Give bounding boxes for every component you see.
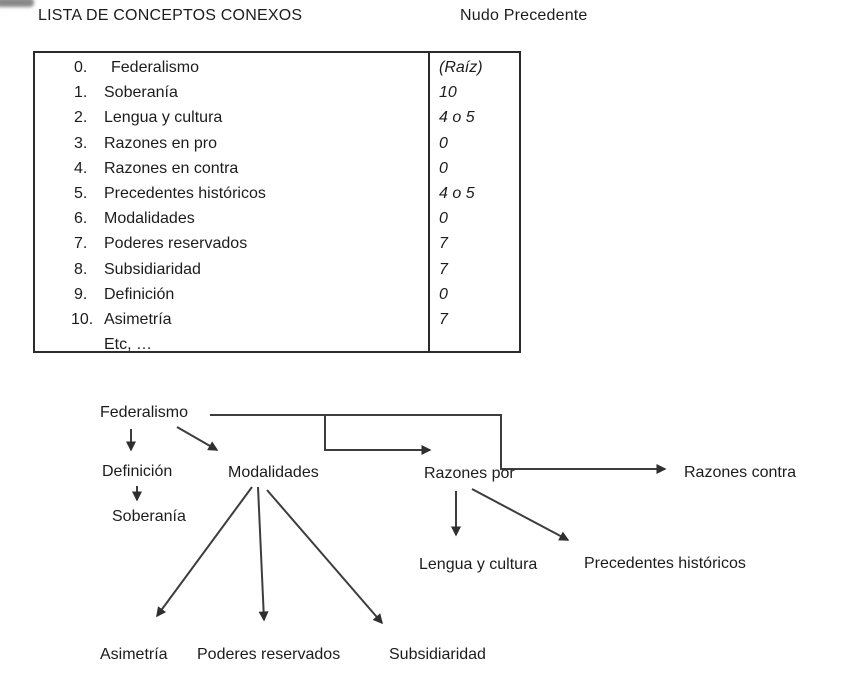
precedent-value: 0 (439, 159, 448, 177)
node-razones-contra: Razones contra (684, 464, 797, 481)
row-number: 2. (74, 109, 88, 127)
edge-razones-por-precedentes-historicos (471, 488, 570, 541)
table-row: 5. Precedentes históricos 4 o 5 (35, 181, 519, 206)
node-razones-por: Razones por (424, 465, 515, 482)
precedent-value: (Raíz) (439, 59, 483, 76)
node-modalidades: Modalidades (228, 464, 319, 481)
edge-federalismo-razones-contra (210, 414, 667, 474)
concept-label: Definición (104, 285, 175, 303)
precedent-column-title: Nudo Precedente (460, 7, 588, 24)
edge-modalidades-asimetria (156, 486, 253, 618)
node-lengua-y-cultura: Lengua y cultura (419, 556, 538, 573)
precedent-value: 0 (439, 210, 448, 228)
row-number: 6. (74, 210, 88, 228)
edge-federalismo-razones-por (324, 415, 432, 455)
concept-label: Precedentes históricos (104, 184, 266, 202)
row-number: 8. (74, 260, 88, 278)
row-number: 3. (74, 134, 88, 152)
concept-label: Razones en contra (104, 159, 239, 177)
concept-label: Federalismo (111, 59, 200, 76)
table-row: 3. Razones en pro 0 (35, 131, 519, 156)
table-row: 4. Razones en contra 0 (35, 156, 519, 181)
table-row: Etc, … (35, 332, 519, 357)
node-asimetria: Asimetría (100, 646, 168, 663)
row-number: 4. (74, 159, 88, 177)
edge-modalidades-poderes-reservados (257, 486, 269, 622)
row-number: 5. (74, 184, 88, 202)
node-poderes-reservados: Poderes reservados (197, 646, 341, 663)
scan-artifact (0, 0, 34, 7)
precedent-value: 0 (439, 134, 448, 152)
table-row: 9. Definición 0 (35, 282, 519, 307)
concept-label: Soberanía (104, 84, 178, 102)
node-precedentes-historicos: Precedentes históricos (584, 555, 746, 572)
precedent-value: 4 o 5 (439, 109, 475, 127)
concept-label: Asimetría (104, 310, 172, 328)
concept-label: Modalidades (104, 210, 195, 228)
precedent-value: 7 (439, 235, 448, 253)
row-number: 9. (74, 285, 88, 303)
concepts-table: 0. Federalismo (Raíz) 1. Soberanía 10 2.… (33, 51, 521, 353)
row-number: 10. (71, 310, 94, 328)
concept-label: Lengua y cultura (104, 109, 223, 127)
concept-label: Poderes reservados (104, 235, 248, 253)
precedent-value: 0 (439, 285, 448, 303)
node-definicion: Definición (102, 463, 173, 480)
table-column-divider (428, 53, 430, 351)
row-number: 0. (74, 59, 88, 76)
node-federalismo: Federalismo (100, 404, 189, 421)
row-number: 7. (74, 235, 88, 253)
precedent-value: 7 (439, 310, 448, 328)
table-row: 0. Federalismo (Raíz) (35, 55, 519, 80)
concept-label: Etc, … (104, 336, 153, 354)
table-row: 10. Asimetría 7 (35, 307, 519, 332)
precedent-value: 10 (439, 84, 457, 102)
table-row: 8. Subsidiaridad 7 (35, 257, 519, 282)
node-soberania: Soberanía (112, 508, 186, 525)
concept-label: Razones en pro (104, 134, 217, 152)
table-row: 1. Soberanía 10 (35, 80, 519, 105)
row-number: 1. (74, 84, 88, 102)
edge-modalidades-subsidiaridad (266, 489, 383, 625)
precedent-value: 7 (439, 260, 448, 278)
table-row: 6. Modalidades 0 (35, 206, 519, 231)
table-row: 7. Poderes reservados 7 (35, 231, 519, 256)
table-row: 2. Lengua y cultura 4 o 5 (35, 105, 519, 130)
concept-label: Subsidiaridad (104, 260, 201, 278)
list-title: LISTA DE CONCEPTOS CONEXOS (38, 7, 303, 24)
precedent-value: 4 o 5 (439, 184, 475, 202)
node-subsidiaridad: Subsidiaridad (389, 646, 486, 663)
edge-federalismo-modalidades (176, 426, 219, 451)
